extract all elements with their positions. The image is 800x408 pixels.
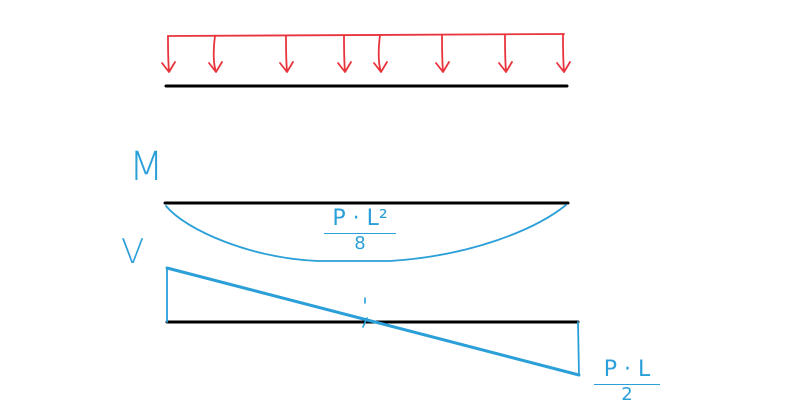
- shear-line: [165, 266, 581, 377]
- distributed-load: [161, 33, 571, 73]
- load-arrow: [498, 33, 513, 73]
- shear-label: V: [121, 232, 145, 272]
- load-arrow: [208, 34, 223, 73]
- load-arrows: [161, 33, 571, 73]
- moment-formula-numerator: P · L²: [332, 206, 388, 231]
- load-arrow: [373, 34, 388, 73]
- shear-formula-denominator: 2: [621, 384, 633, 405]
- load-arrow: [435, 33, 450, 73]
- shear-max-formula: P · L 2: [594, 359, 660, 404]
- shear-formula-numerator: P · L: [603, 357, 651, 382]
- load-arrow: [161, 35, 176, 73]
- load-arrow: [279, 34, 294, 73]
- moment-label: M: [129, 144, 164, 190]
- load-arrow: [337, 34, 352, 73]
- moment-formula-denominator: 8: [354, 233, 366, 254]
- shear-formula-bar: [594, 384, 660, 385]
- shear-zero-tick: [362, 297, 368, 328]
- shear-right-edge: [577, 321, 580, 376]
- load-top-line: [167, 33, 565, 37]
- moment-formula-bar: [324, 233, 396, 234]
- moment-max-formula: P · L² 8: [324, 208, 396, 253]
- load-arrow: [556, 33, 571, 73]
- moment-curve: [165, 204, 567, 262]
